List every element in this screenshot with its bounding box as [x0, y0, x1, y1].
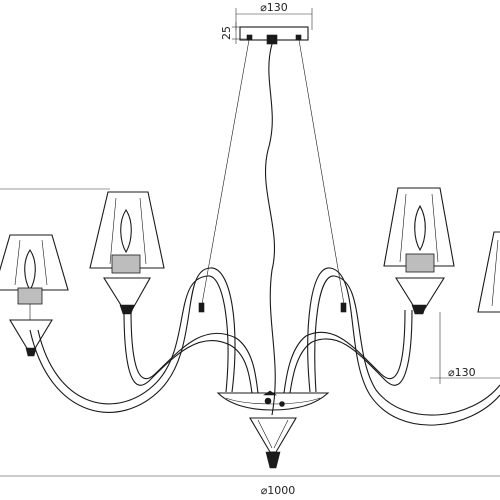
lamp-3: [383, 187, 455, 315]
lamp-2: [89, 191, 165, 315]
central-hub: [216, 390, 330, 411]
arms: [29, 267, 500, 426]
overall-diameter-label: ⌀1000: [261, 484, 296, 497]
canopy-height-label: 25: [220, 26, 233, 40]
suspension-cables: [201, 39, 345, 416]
lamp-4: [477, 231, 500, 313]
canopy-dimension: ⌀130: [235, 1, 313, 30]
canopy-height-dimension: 25: [220, 22, 247, 44]
canopy-diameter-label: ⌀130: [260, 1, 288, 14]
shade-diameter-label: ⌀130: [448, 366, 476, 379]
overall-dimension: ⌀1000: [0, 475, 500, 497]
shade-dimension: ⌀130: [430, 312, 500, 384]
ceiling-canopy: [239, 26, 309, 45]
bottom-finial: [249, 417, 297, 469]
lamp-1: [0, 234, 69, 357]
